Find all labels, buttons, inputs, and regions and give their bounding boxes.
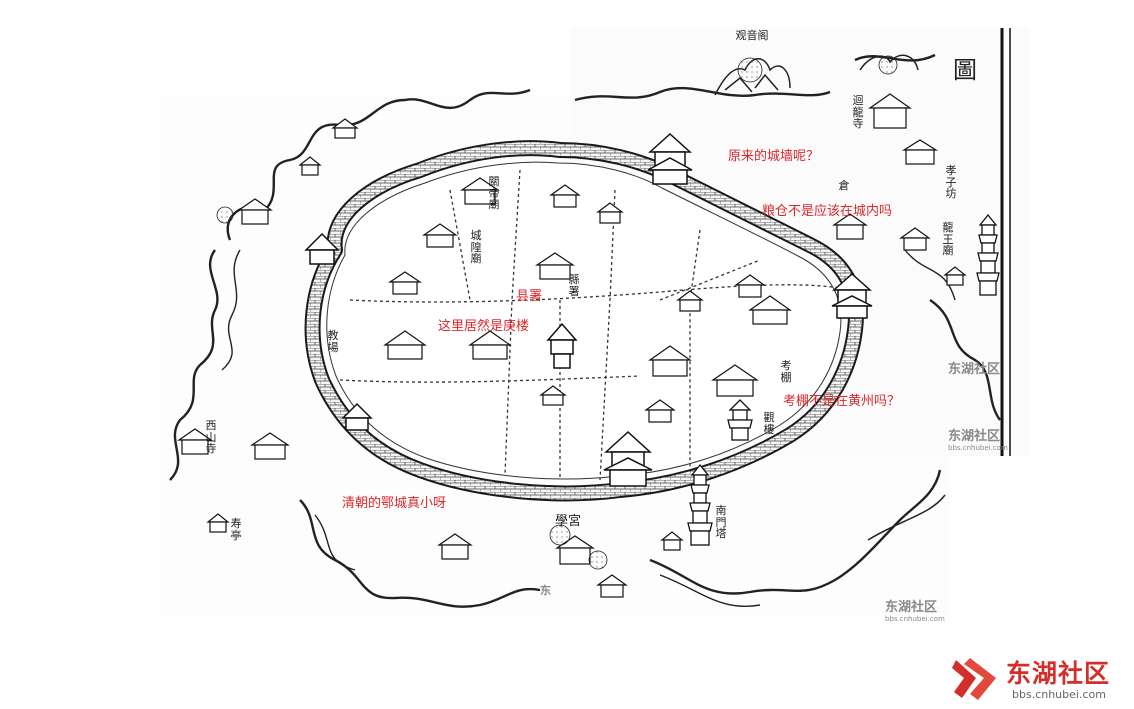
label-cang: 倉 [838, 179, 850, 192]
brand-name: 东湖社区 [1006, 659, 1111, 688]
label-huilong-si: 迴龍寺 [852, 94, 864, 131]
label-jiao-chang: 教場 [327, 329, 339, 354]
watermark-small-3: 东湖社区 bbs.cnhubei.com [885, 596, 945, 623]
gate-towers [304, 132, 873, 487]
annotation-exam-shed: 考棚不是在黄州吗？ [783, 394, 901, 409]
brand-url: bbs.cnhubei.com [1012, 688, 1106, 701]
watermark-url: bbs.cnhubei.com [948, 444, 1008, 452]
label-cheng-huang: 城隍廟 [470, 229, 482, 266]
annotation-gengyu-tower: 这里居然是庚楼 [438, 319, 530, 334]
label-longwang-miao: 龍王廟 [942, 221, 954, 258]
annotation-granary: 粮仓不是应该在城内吗 [762, 204, 893, 219]
watermark-brand: 东湖社区 [948, 429, 1001, 444]
watermark-url: bbs.cnhubei.com [885, 615, 945, 623]
annotation-qing-ezhou: 清朝的鄂城真小呀 [342, 496, 447, 511]
trees [216, 55, 898, 570]
label-xiaozi-fang: 孝子坊 [945, 164, 957, 201]
watermark-small-2: 东湖社区 bbs.cnhubei.com [948, 425, 1008, 452]
brand-logo: 东湖社区 bbs.cnhubei.com [952, 654, 1132, 704]
label-guandi-miao: 關帝廟 [488, 175, 500, 212]
watermark-brand: 东湖社区 [885, 600, 938, 615]
watermark-small-4: 东 [540, 584, 551, 597]
streets [339, 169, 841, 481]
label-guan-lou: 觀樓 [763, 411, 775, 436]
label-xuegong: 學宮 [554, 514, 581, 529]
watermark-brand: 东湖社区 [948, 362, 1001, 377]
label-guanyin-ge: 观音阁 [735, 29, 769, 42]
annotation-county-office: 县署 [516, 289, 543, 304]
watermark-small-1: 东湖社区 [948, 358, 1000, 377]
label-xian-shu: 縣署 [568, 273, 580, 298]
mountains [714, 54, 919, 96]
annotation-original-wall: 原来的城墙呢？ [728, 149, 820, 164]
map-title-char: 圖 [953, 56, 977, 84]
label-shou-tai: 寿亭 [230, 517, 242, 542]
label-nanmen-ta: 南門塔 [715, 504, 727, 541]
label-kao-peng: 考棚 [780, 359, 792, 384]
brand-mark-icon [952, 658, 996, 700]
houses [177, 93, 967, 598]
pagodas [687, 213, 1000, 546]
label-xi-shan-si: 西山寺 [205, 419, 217, 456]
